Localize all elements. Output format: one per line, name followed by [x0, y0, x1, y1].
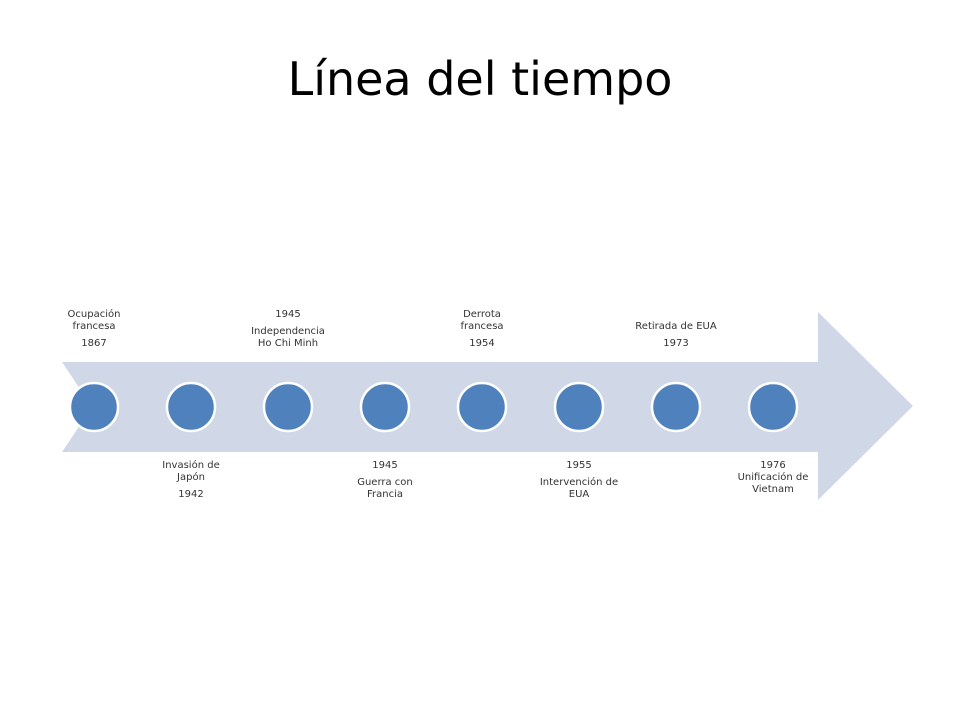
event-label-line: Ho Chi Minh — [257, 338, 319, 349]
event-label-line: 1955 — [566, 460, 592, 471]
timeline-node-3 — [262, 381, 314, 433]
event-label-line: francesa — [72, 321, 116, 332]
event-label-7: Retirada de EUA 1973 — [621, 321, 731, 350]
timeline-node-8 — [747, 381, 799, 433]
timeline-nodes — [68, 381, 799, 433]
timeline-node-2 — [165, 381, 217, 433]
event-label-line: Guerra con — [357, 477, 413, 488]
event-label-line: Invasión de — [162, 460, 220, 471]
timeline-node-4 — [359, 381, 411, 433]
event-label-line: Japón — [177, 472, 205, 483]
event-label-line: Vietnam — [752, 484, 794, 495]
event-label-line: Francia — [366, 489, 403, 500]
event-label-line: Independencia — [251, 326, 325, 337]
event-label-line: Intervención de — [539, 477, 619, 488]
event-label-line: 1942 — [178, 489, 204, 500]
event-label-line: 1945 — [372, 460, 398, 471]
event-label-line: 1945 — [275, 309, 301, 320]
event-label-line: EUA — [568, 489, 590, 500]
event-label-line: francesa — [460, 321, 504, 332]
event-label-line: Retirada de EUA — [635, 321, 717, 332]
timeline-node-7 — [650, 381, 702, 433]
event-label-line: 1954 — [469, 338, 495, 349]
timeline-node-6 — [553, 381, 605, 433]
timeline-node-5 — [456, 381, 508, 433]
slide-title: Línea del tiempo — [287, 52, 673, 106]
event-label-line: Derrota — [463, 309, 501, 320]
event-label-line: Ocupación — [67, 309, 121, 320]
event-label-line: Unificación de — [737, 472, 809, 483]
event-label-line: 1973 — [663, 338, 689, 349]
timeline-node-1 — [68, 381, 120, 433]
event-label-line: 1867 — [81, 338, 107, 349]
event-label-line: 1976 — [760, 460, 786, 471]
